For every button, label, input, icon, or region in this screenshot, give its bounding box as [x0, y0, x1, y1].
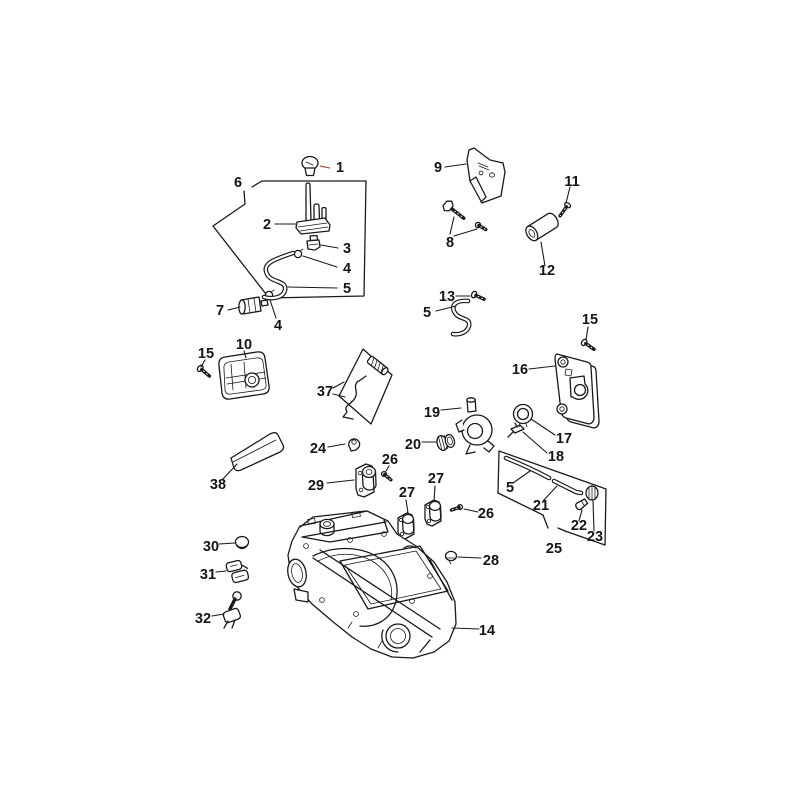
part-label-32[interactable]: 32 — [195, 611, 211, 627]
part-23-grommet-drawing — [585, 485, 599, 532]
part-8-bolts-drawing — [442, 200, 488, 237]
part-38-pad-drawing — [221, 432, 285, 481]
part-4-clamp-upper-drawing — [293, 248, 338, 268]
part-label-10[interactable]: 10 — [236, 337, 252, 353]
part-30-cap-drawing — [218, 535, 250, 550]
part-19-oil-pump-drawing — [440, 397, 495, 455]
part-27-mount-right-drawing — [424, 499, 442, 527]
part-14-crankcase-drawing — [287, 510, 480, 659]
leader-line-1 — [319, 165, 331, 169]
part-10-cover-drawing — [218, 350, 270, 400]
part-label-13[interactable]: 13 — [439, 289, 455, 305]
part-label-22[interactable]: 22 — [571, 518, 587, 534]
callout-box-6 — [212, 180, 367, 299]
part-27-mount-left-drawing — [397, 512, 415, 540]
part-label-31[interactable]: 31 — [200, 567, 216, 583]
part-label-29[interactable]: 29 — [308, 478, 324, 494]
part-label-27b[interactable]: 27 — [428, 471, 444, 487]
part-label-15b[interactable]: 15 — [582, 312, 598, 328]
part-13-screw-drawing — [455, 290, 486, 301]
part-7-fuel-filter-drawing — [227, 296, 269, 315]
part-label-15a[interactable]: 15 — [198, 346, 214, 362]
part-label-27a[interactable]: 27 — [399, 485, 415, 501]
part-label-18[interactable]: 18 — [548, 449, 564, 465]
part-16-plate-drawing — [528, 353, 600, 429]
part-label-21[interactable]: 21 — [533, 498, 549, 514]
part-26-screw-right-drawing — [449, 503, 479, 513]
part-12-spacer-drawing — [525, 212, 559, 267]
part-label-38[interactable]: 38 — [210, 477, 226, 493]
leader-line-27b — [433, 485, 436, 502]
part-label-14[interactable]: 14 — [479, 623, 495, 639]
part-1-fuel-cap-drawing — [301, 155, 319, 177]
part-label-17[interactable]: 17 — [556, 431, 572, 447]
part-label-16[interactable]: 16 — [512, 362, 528, 378]
part-29-mount-drawing — [326, 463, 377, 498]
part-label-2[interactable]: 2 — [263, 217, 271, 233]
part-15-screw-left-drawing — [196, 359, 212, 378]
part-label-7[interactable]: 7 — [216, 303, 224, 319]
callout-box-25 — [497, 450, 607, 546]
part-18-clip-drawing — [507, 422, 548, 454]
part-31-clamp-drawing — [215, 559, 250, 584]
part-28-button-drawing — [444, 550, 482, 565]
part-24-clip-drawing — [327, 438, 361, 452]
part-17-grommet-drawing — [512, 403, 556, 436]
part-label-28[interactable]: 28 — [483, 553, 499, 569]
part-3-fitting-drawing — [306, 234, 339, 251]
part-15-screw-right-drawing — [580, 326, 596, 352]
part-22-fitting-drawing — [575, 498, 589, 522]
part-label-37[interactable]: 37 — [317, 384, 333, 400]
part-9-bracket-drawing — [444, 147, 506, 204]
part-label-23[interactable]: 23 — [587, 529, 603, 545]
part-label-1[interactable]: 1 — [336, 160, 344, 176]
part-32-lever-drawing — [211, 591, 242, 629]
part-label-5a[interactable]: 5 — [343, 281, 351, 297]
part-label-6[interactable]: 6 — [234, 175, 242, 191]
part-label-25[interactable]: 25 — [546, 541, 562, 557]
part-label-4b[interactable]: 4 — [274, 318, 282, 334]
part-label-19[interactable]: 19 — [424, 405, 440, 421]
part-label-5d[interactable]: 5 — [506, 480, 514, 496]
part-label-12[interactable]: 12 — [539, 263, 555, 279]
part-label-11[interactable]: 11 — [564, 174, 579, 190]
part-2-tank-vent-drawing — [274, 182, 331, 235]
part-label-20[interactable]: 20 — [405, 437, 421, 453]
part-label-26a[interactable]: 26 — [382, 452, 398, 468]
part-label-8[interactable]: 8 — [446, 235, 454, 251]
part-label-26b[interactable]: 26 — [478, 506, 494, 522]
leader-line-27a — [405, 499, 409, 514]
part-5-box-hose-drawing — [503, 455, 552, 484]
part-label-3[interactable]: 3 — [343, 241, 351, 257]
part-label-24[interactable]: 24 — [310, 441, 326, 457]
part-label-9[interactable]: 9 — [434, 160, 442, 176]
part-20-plug-drawing — [421, 433, 456, 452]
part-26-screw-upper-drawing — [380, 465, 393, 482]
part-21-hose-drawing — [542, 478, 584, 502]
part-5-hose-drawing — [261, 250, 338, 301]
part-label-5c[interactable]: 5 — [423, 305, 431, 321]
callout-box-37 — [332, 348, 393, 425]
part-label-30[interactable]: 30 — [203, 539, 219, 555]
part-5-middle-hose-drawing — [435, 298, 472, 337]
part-label-4a[interactable]: 4 — [343, 261, 351, 277]
part-11-screw-drawing — [558, 186, 572, 218]
